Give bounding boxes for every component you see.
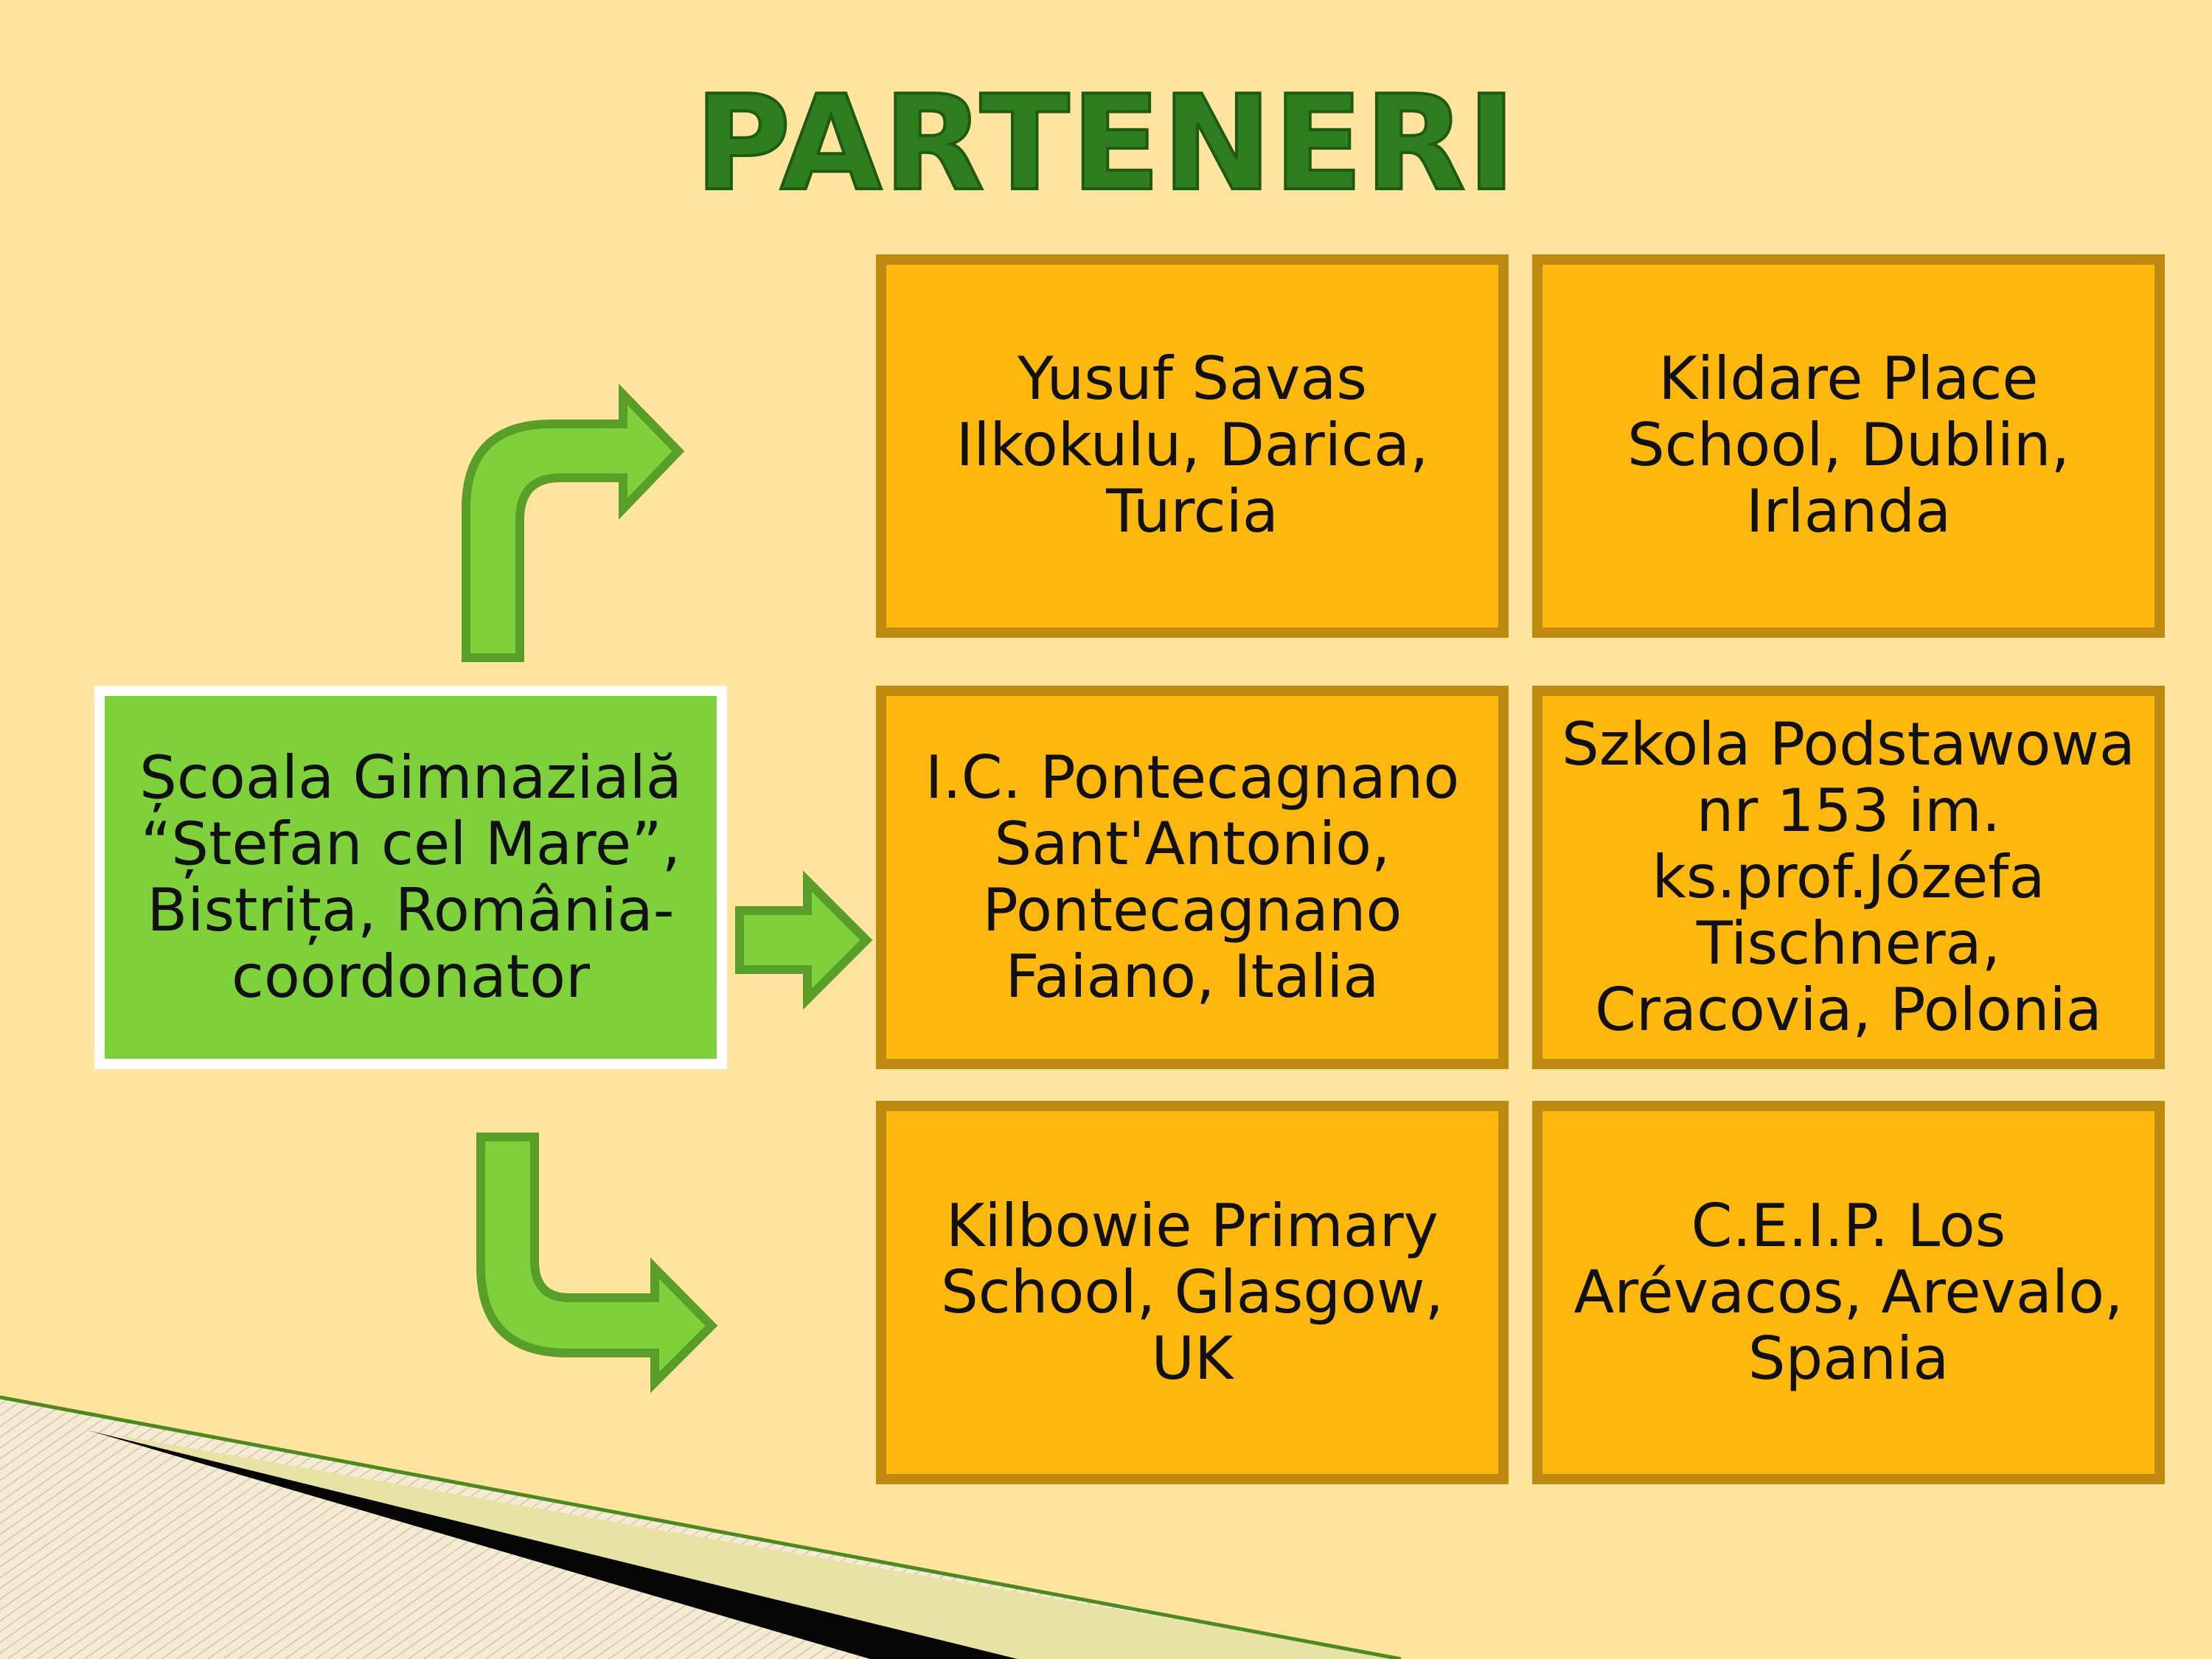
page-title: PARTENERI: [693, 67, 1517, 220]
partner-box-italia: I.C. Pontecagnano Sant'Antonio, Pontecag…: [876, 686, 1509, 1069]
arrow-right-icon: [735, 870, 873, 1010]
partner-box-irlanda: Kildare Place School, Dublin, Irlanda: [1532, 254, 2165, 638]
bent-arrow-up-right-icon: [462, 383, 685, 662]
coordinator-box: Școala Gimnazială “Ștefan cel Mare”, Bis…: [94, 686, 727, 1069]
partner-box-polonia: Szkola Podstawowa nr 153 im. ks.prof.Józ…: [1532, 686, 2165, 1069]
partner-box-spania: C.E.I.P. Los Arévacos, Arevalo, Spania: [1532, 1101, 2165, 1484]
partner-box-uk: Kilbowie Primary School, Glasgow, UK: [876, 1101, 1509, 1484]
bent-arrow-down-right-icon: [476, 1133, 718, 1394]
partner-box-turcia: Yusuf Savas Ilkokulu, Darica, Turcia: [876, 254, 1509, 638]
